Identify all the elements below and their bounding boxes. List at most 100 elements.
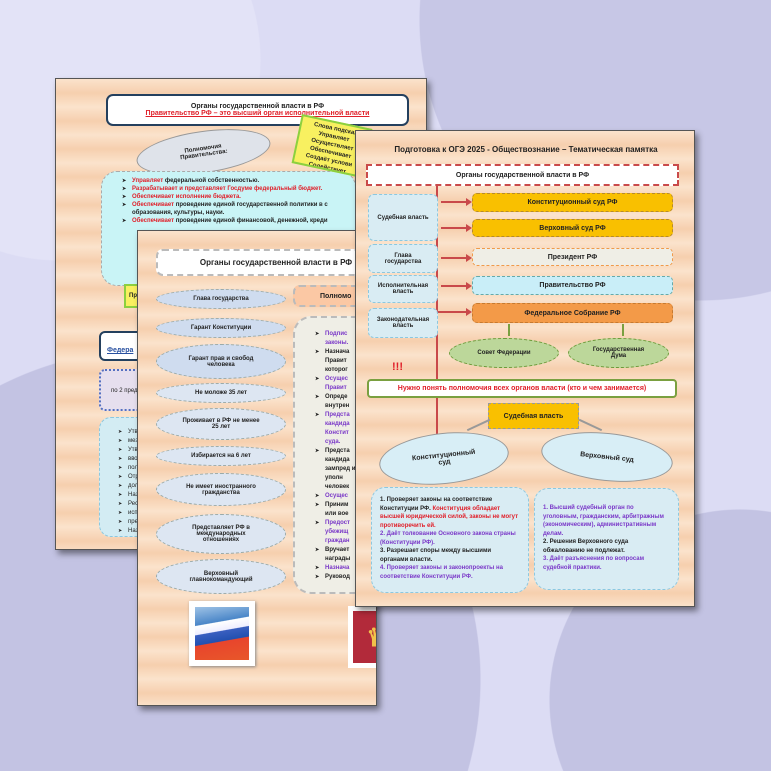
- cloud-constitutional-court: Конституционный суд: [376, 426, 512, 491]
- verb: Обеспечивает: [132, 218, 175, 224]
- chamber-state-duma: Государственная Дума: [568, 338, 669, 368]
- powers-list: Управляет федеральной собственностью. Ра…: [122, 177, 355, 225]
- eagle-icon: ♛: [353, 611, 376, 663]
- list-item: Вручает награды: [315, 546, 357, 564]
- list-item: Рес: [118, 500, 158, 509]
- title: Органы государственной власти в РФ: [190, 103, 325, 110]
- coat-of-arms-image: ♛: [348, 606, 376, 668]
- list-item: Осущес: [315, 492, 357, 501]
- rest: проведение единой финансовой, денежной, …: [174, 218, 328, 224]
- list-item: Отр: [118, 473, 158, 482]
- list-item: вво: [118, 455, 158, 464]
- organ-federal-assembly: Федеральное Собрание РФ: [472, 303, 673, 323]
- court-power-text: 1. Проверяет законы на соответствие Конс…: [380, 497, 493, 512]
- list-item: Приним или вое: [315, 501, 357, 519]
- organ-government: Правительство РФ: [472, 276, 673, 295]
- trait-ellipse: Проживает в РФ не менее 25 лет: [156, 408, 286, 440]
- list-item: Назнача Правит которог: [315, 348, 357, 375]
- list-item: Подпис законы.: [315, 330, 357, 348]
- arrow-icon: [438, 308, 472, 316]
- court-power-item: 4. Проверяет законы и законопроекты на с…: [380, 564, 520, 581]
- court-power-item: 2. Решения Верховного суда обжалованию н…: [543, 538, 670, 555]
- list-item: Обеспечивает исполнение бюджета.: [122, 193, 355, 201]
- court-power-text: 3. Разрешает споры между высшими органам…: [380, 548, 492, 563]
- list-item: Осущес Правит: [315, 375, 357, 393]
- page-front: Подготовка к ОГЭ 2025 - Обществознание –…: [355, 130, 695, 607]
- arrow-left-icon: [466, 418, 491, 431]
- subtitle: Правительство РФ – это высший орган испо…: [145, 110, 370, 117]
- judicial-box: Судебная власть: [488, 403, 579, 429]
- cloud-supreme-court: Верховный суд: [538, 426, 676, 488]
- list-item: пол: [118, 464, 158, 473]
- page-middle: Органы государственной власти в РФ Глава…: [137, 230, 377, 706]
- trait-ellipse: Не имеет иностранного гражданства: [156, 473, 286, 506]
- list-item: Наз: [118, 527, 158, 536]
- organ-supreme-court: Верховный суд РФ: [472, 219, 673, 237]
- trait-ellipse: Избирается на 6 лет: [156, 446, 286, 466]
- trait-ellipse: Верховный главнокомандующий: [156, 559, 286, 594]
- court-power-item: 3. Даёт разъяснения по вопросам судебной…: [543, 555, 670, 572]
- court-power-text: 4. Проверяет законы и законопроекты на с…: [380, 565, 503, 580]
- list-item: Утв: [118, 428, 158, 437]
- arrow-icon: [441, 282, 472, 290]
- court-power-item: 2. Даёт толкование Основного закона стра…: [380, 530, 520, 547]
- branch-judicial: Судебная власть: [368, 194, 438, 241]
- list-item: исп: [118, 509, 158, 518]
- court-power-item: 1. Высший судебный орган по уголовным, г…: [543, 504, 670, 538]
- note-box: Нужно понять полномочия всех органов вла…: [367, 379, 677, 398]
- list-item: пре: [118, 518, 158, 527]
- supreme-court-powers: 1. Высший судебный орган по уголовным, г…: [534, 488, 679, 590]
- branch-head-of-state: Глава государства: [368, 244, 438, 273]
- exclamation-marks: !!!: [392, 361, 403, 373]
- trait-ellipse: Гарант Конституции: [156, 318, 286, 338]
- verb: Обеспечивает исполнение бюджета.: [132, 194, 241, 200]
- title-box: Органы государственной власти в РФ: [366, 164, 679, 186]
- court-power-text: 3. Даёт разъяснения по вопросам судебной…: [543, 556, 645, 571]
- list-item: Разрабатывает и представляет Госдуме фед…: [122, 185, 355, 193]
- arrow-right-icon: [578, 418, 603, 431]
- list-item: Утв: [118, 446, 158, 455]
- court-power-text: Конституция обладает высшей юридической …: [380, 505, 519, 529]
- organ-constitutional-court: Конституционный суд РФ: [472, 193, 673, 212]
- court-power-text: 1. Высший судебный орган по уголовным, г…: [543, 505, 664, 537]
- arrow-down-icon: [508, 324, 510, 336]
- court-power-text: 2. Даёт толкование Основного закона стра…: [380, 531, 516, 546]
- verb: Обеспечивает: [132, 202, 175, 208]
- list-item: дол: [118, 482, 158, 491]
- list-item: Обеспечивает проведение единой финансово…: [122, 217, 355, 225]
- trait-ellipse: Не моложе 35 лет: [156, 383, 286, 403]
- rest: проведение единой государственной полити…: [132, 202, 328, 216]
- cloud-text: Полномочия Правительства:: [179, 143, 228, 162]
- list-item: Опреде внутрен: [315, 393, 357, 411]
- list-item: Наз: [118, 491, 158, 500]
- constitutional-court-powers: 1. Проверяет законы на соответствие Конс…: [371, 487, 529, 593]
- header: Подготовка к ОГЭ 2025 - Обществознание –…: [394, 145, 658, 154]
- list-item: Обеспечивает проведение единой государст…: [122, 201, 355, 217]
- list-item: Управляет федеральной собственностью.: [122, 177, 355, 185]
- title-box: Органы государственной власти в РФ: [156, 249, 371, 276]
- powers-list: Подпис законы.Назнача Правит которогОсущ…: [315, 330, 357, 582]
- arrow-icon: [441, 224, 472, 232]
- list-item: мез: [118, 437, 158, 446]
- trait-ellipse: Гарант прав и свобод человека: [156, 344, 286, 379]
- rest: федеральной собственностью.: [163, 178, 260, 184]
- branch-legislative: Законодательная власть: [368, 308, 438, 338]
- arrow-icon: [441, 198, 472, 206]
- chamber-federation-council: Совет Федерации: [449, 338, 559, 368]
- fragment-list: УтвмезУтвввополОтрдолНазРесисппреНаз: [118, 428, 158, 536]
- title-box: Органы государственной власти в РФ Прави…: [106, 94, 409, 126]
- organ-president: Президент РФ: [472, 248, 673, 266]
- list-item: Назнача: [315, 564, 357, 573]
- list-item: Предост убежищ граждан: [315, 519, 357, 546]
- list-item: Предста кандида зампред и уполн человек: [315, 447, 357, 492]
- verb: Разрабатывает и представляет Госдуме фед…: [132, 186, 323, 192]
- arrow-down-icon: [622, 324, 624, 336]
- court-power-item: 1. Проверяет законы на соответствие Конс…: [380, 496, 520, 530]
- court-power-text: 2. Решения Верховного суда обжалованию н…: [543, 539, 629, 554]
- list-item: Предста кандида Констит суда.: [315, 411, 357, 447]
- court-power-item: 3. Разрешает споры между высшими органам…: [380, 547, 520, 564]
- list-item: Руковод: [315, 573, 357, 582]
- trait-ellipse: Представляет РФ в международных отношени…: [156, 514, 286, 554]
- branch-executive: Исполнительная власть: [368, 275, 438, 303]
- trait-ellipse: Глава государства: [156, 289, 286, 309]
